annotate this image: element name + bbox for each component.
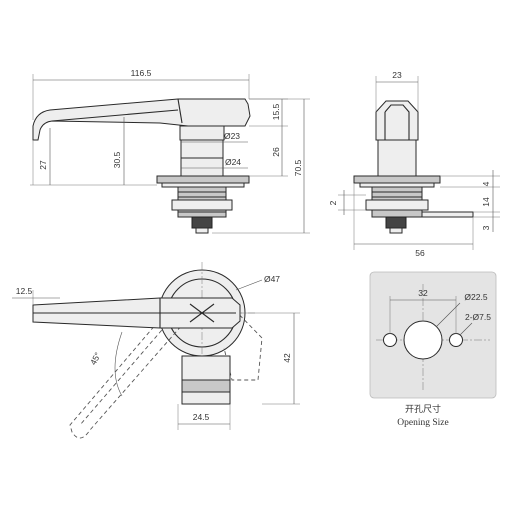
dim-side-14: 14 <box>481 197 491 207</box>
cutout-view: 32 Ø22.5 2-Ø7.5 开孔尺寸 Opening Size <box>369 271 497 428</box>
side-view: 23 4 14 3 2 56 <box>328 70 500 258</box>
dim-handle-end: 12.5 <box>16 286 33 296</box>
dim-handle-thickness: 15.5 <box>271 103 281 120</box>
dim-cam-height: 42 <box>282 353 292 363</box>
dim-side-4: 4 <box>481 181 491 186</box>
flange-side <box>353 175 441 184</box>
dim-body-dia-upper: Ø23 <box>224 131 240 141</box>
handle-side <box>375 100 419 141</box>
cutout-caption-chinese: 开孔尺寸 <box>405 403 441 415</box>
cam-rotated-outline <box>223 299 263 381</box>
dim-height-30-5: 30.5 <box>112 151 122 168</box>
screw-front <box>191 216 213 229</box>
body-side <box>377 139 417 177</box>
screw-side <box>385 216 407 229</box>
dim-side-3: 3 <box>481 225 491 230</box>
cutout-main-hole <box>403 320 443 360</box>
dim-cutout-holes: 2-Ø7.5 <box>465 312 491 322</box>
dim-height-27: 27 <box>38 160 48 170</box>
dim-cutout-spacing: 32 <box>418 288 428 298</box>
dim-overall-length: 116.5 <box>131 68 152 78</box>
handle-rotated-outline <box>69 302 191 439</box>
dim-cutout-dia: Ø22.5 <box>464 292 487 302</box>
neck-front <box>179 125 225 141</box>
cutout-caption-english: Opening Size <box>397 418 448 428</box>
handle-front <box>32 98 251 141</box>
dim-rotation-dia: Ø47 <box>264 274 280 284</box>
flange-front <box>156 175 250 184</box>
cutout-right-hole <box>449 333 463 347</box>
dim-total-height: 70.5 <box>293 159 303 176</box>
dim-height-26: 26 <box>271 147 281 157</box>
dim-cam-width: 24.5 <box>193 412 210 422</box>
front-view: 116.5 15.5 Ø23 Ø24 26 70.5 27 30.5 <box>30 68 310 234</box>
dim-angle: 45° <box>88 351 103 367</box>
dim-side-2: 2 <box>328 200 338 205</box>
top-view: 12.5 Ø47 45° 42 24.5 <box>12 262 300 439</box>
dim-top-width: 23 <box>392 70 402 80</box>
dim-cam-length: 56 <box>415 248 425 258</box>
dim-body-dia-lower: Ø24 <box>225 157 241 167</box>
cutout-left-hole <box>383 333 397 347</box>
